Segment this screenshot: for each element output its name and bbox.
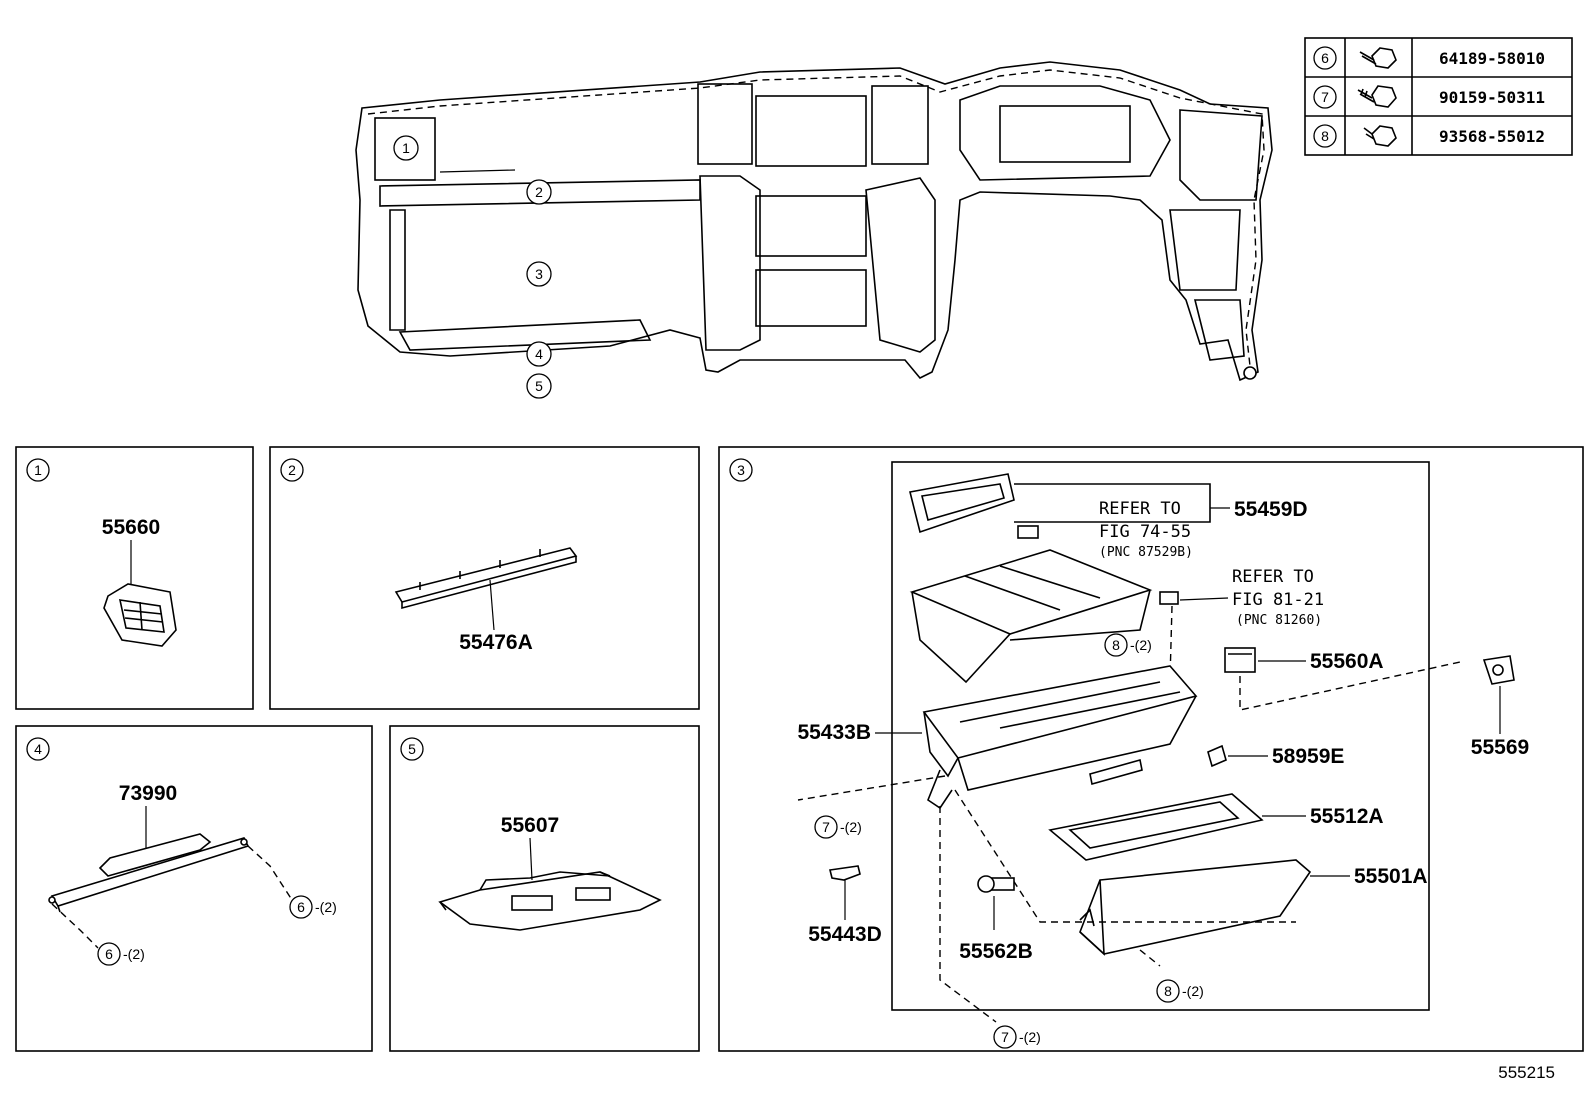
panel-2-frame xyxy=(269,446,700,710)
lower-panel-bracket xyxy=(48,833,250,913)
callout-6-lower: 6 xyxy=(105,946,113,962)
side-vent-register xyxy=(103,583,177,647)
fastener-table: 6 64189-58010 7 90159-50311 8 xyxy=(1304,37,1573,156)
refer-note-2-line2: FIG 81-21 xyxy=(1232,590,1324,610)
part-label-55476A: 55476A xyxy=(459,631,533,654)
part-label-55512A: 55512A xyxy=(1310,805,1384,828)
part-label-55433B: 55433B xyxy=(797,721,871,744)
panel-3-ref: 3 xyxy=(737,462,745,478)
panel-1-frame xyxy=(15,446,254,710)
refer-note-2-line1: REFER TO xyxy=(1232,567,1314,587)
callout-1 xyxy=(393,135,419,161)
part-label-55459D: 55459D xyxy=(1234,498,1308,521)
clip-icon xyxy=(1363,125,1397,147)
callout-5-label: 5 xyxy=(535,378,543,394)
part-label-73990: 73990 xyxy=(119,782,177,805)
fastener-ref-7: 7 xyxy=(1321,89,1329,105)
callout-4 xyxy=(526,341,552,367)
part-label-55443D: 55443D xyxy=(808,923,882,946)
callout-6-upper-count: -(2) xyxy=(315,899,337,915)
glove-box-door-frame xyxy=(922,665,1198,810)
panel-2-ref: 2 xyxy=(288,462,296,478)
callout-circle-8 xyxy=(1313,124,1337,148)
glove-box-clip xyxy=(1207,744,1227,768)
callout-8-lower-count: -(2) xyxy=(1182,983,1204,999)
detail-panel-4: 4 73990 6 -(2) 6 -(2) xyxy=(15,725,373,1052)
fastener-row-8: 8 93568-55012 xyxy=(1313,124,1545,148)
glove-box-pin xyxy=(977,875,1015,893)
detail-panel-3: 3 55459D REFER TO FIG 74-55 (PNC 87529B)… xyxy=(718,446,1584,1052)
refer-note-1-line1: REFER TO xyxy=(1099,499,1181,519)
part-label-55569: 55569 xyxy=(1471,736,1529,759)
panel-5-ref: 5 xyxy=(408,741,416,757)
part-label-55560A: 55560A xyxy=(1310,650,1384,673)
glove-box-subassembly-frame xyxy=(891,461,1430,1011)
callout-7-upper: 7 xyxy=(822,819,830,835)
screw-icon xyxy=(1357,85,1397,108)
part-label-55660: 55660 xyxy=(102,516,160,539)
callout-6-upper: 6 xyxy=(297,899,305,915)
callout-8-upper-count: -(2) xyxy=(1130,637,1152,653)
panel-4-ref: 4 xyxy=(34,741,42,757)
callout-4-label: 4 xyxy=(535,346,543,362)
glove-box-door-inner xyxy=(1048,793,1264,861)
detail-panel-2: 2 55476A xyxy=(269,446,700,710)
figure-id: 555215 xyxy=(1498,1063,1555,1082)
fastener-row-7: 7 90159-50311 xyxy=(1313,85,1545,109)
fastener-part-6: 64189-58010 xyxy=(1439,49,1545,68)
callout-3 xyxy=(526,261,552,287)
side-vent-bracket xyxy=(374,117,436,181)
callout-circle-7 xyxy=(1313,85,1337,109)
fastener-ref-6: 6 xyxy=(1321,50,1329,66)
callout-6-lower-count: -(2) xyxy=(123,946,145,962)
panel-3-frame xyxy=(718,446,1584,1052)
panel-1-ref: 1 xyxy=(34,462,42,478)
panel-5-frame xyxy=(389,725,700,1052)
glove-box-door xyxy=(1079,859,1312,956)
callout-8-upper: 8 xyxy=(1112,637,1120,653)
refer-note-1-line2: FIG 74-55 xyxy=(1099,522,1191,542)
lower-cover-bracket xyxy=(438,871,662,931)
fastener-table-frame xyxy=(1304,37,1573,156)
fastener-part-8: 93568-55012 xyxy=(1439,127,1545,146)
callout-8-lower: 8 xyxy=(1164,983,1172,999)
detail-panel-1: 1 55660 xyxy=(15,446,254,710)
part-label-55501A: 55501A xyxy=(1354,865,1428,888)
fastener-ref-8: 8 xyxy=(1321,128,1329,144)
callout-5 xyxy=(526,373,552,399)
callout-2-label: 2 xyxy=(535,184,543,200)
main-callouts: 1 2 3 4 5 xyxy=(393,135,552,399)
glove-box-bracket-small xyxy=(829,865,861,881)
brace-bar xyxy=(394,547,578,610)
detail-panel-5: 5 55607 xyxy=(389,725,700,1052)
glove-box-stopper xyxy=(1482,655,1515,685)
instrument-panel-reinforcement-illustration xyxy=(355,61,1273,382)
glove-box-upper-tray xyxy=(909,549,1153,684)
callout-circle-6 xyxy=(1313,46,1337,70)
refer-note-2-line3: (PNC 81260) xyxy=(1236,613,1322,628)
glove-box-damper-mount xyxy=(1224,647,1256,673)
callout-3-label: 3 xyxy=(535,266,543,282)
callout-1-label: 1 xyxy=(402,140,410,156)
callout-7-upper-count: -(2) xyxy=(840,819,862,835)
panel-4-frame xyxy=(15,725,373,1052)
bolt-icon xyxy=(1359,47,1397,69)
part-label-58959E: 58959E xyxy=(1272,745,1344,768)
fastener-row-6: 6 64189-58010 xyxy=(1313,46,1545,70)
part-label-55562B: 55562B xyxy=(959,940,1033,963)
fastener-part-7: 90159-50311 xyxy=(1439,88,1545,107)
callout-2 xyxy=(526,179,552,205)
lamp-switch xyxy=(1159,591,1179,605)
refer-note-1-line3: (PNC 87529B) xyxy=(1099,545,1193,560)
callout-7-lower: 7 xyxy=(1001,1029,1009,1045)
callout-7-lower-count: -(2) xyxy=(1019,1029,1041,1045)
part-label-55607: 55607 xyxy=(501,814,559,837)
glove-box-lamp-bezel xyxy=(909,473,1211,539)
